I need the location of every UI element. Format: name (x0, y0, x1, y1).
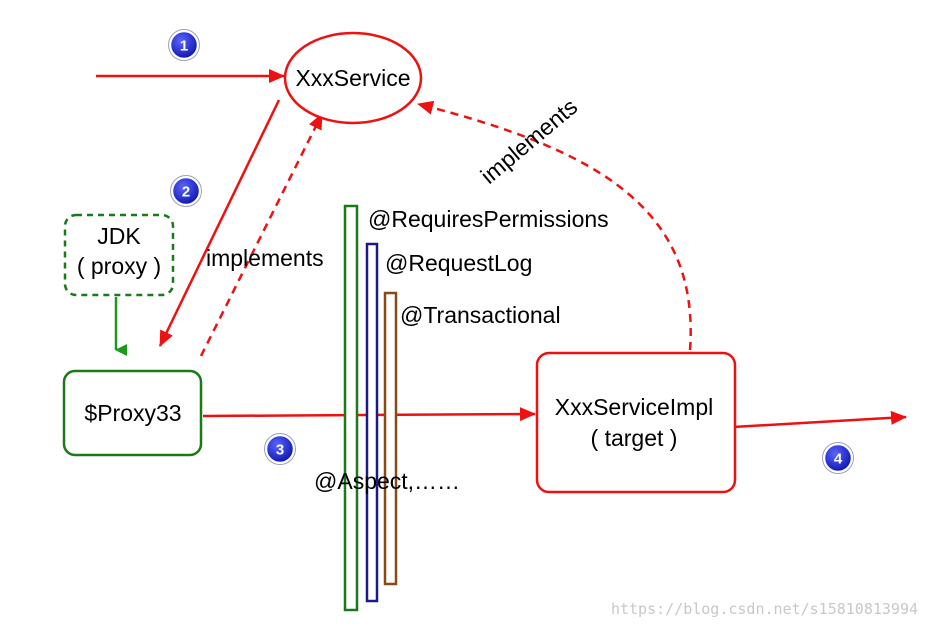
proxy-label: $Proxy33 (84, 400, 181, 426)
request-log-bar (365, 242, 379, 603)
step-badge-3: 3 (264, 433, 296, 465)
jdk-proxy-node (63, 213, 175, 297)
xxx-service-impl-node (535, 351, 737, 494)
step-number-4: 4 (834, 451, 843, 468)
xxx-service-impl-label: XxxServiceImpl (555, 394, 713, 420)
watermark: https://blog.csdn.net/s15810813994 (611, 600, 918, 618)
aspect-label: @Aspect,…… (314, 468, 460, 494)
implements-label-left: implements (206, 245, 324, 271)
xxx-service-node (283, 31, 423, 125)
xxx-service-label: XxxService (295, 65, 410, 91)
transactional-label: @Transactional (400, 302, 561, 328)
jdk-label: JDK (97, 223, 141, 249)
proxy-node (62, 369, 203, 457)
step-badge-1: 1 (168, 29, 200, 61)
requires-permissions-bar (343, 204, 359, 612)
step-badge-4: 4 (822, 442, 854, 474)
requires-permissions-label: @RequiresPermissions (368, 206, 609, 232)
step-number-1: 1 (180, 38, 188, 55)
step-number-3: 3 (276, 442, 284, 459)
jdk-proxy-label: ( proxy ) (77, 253, 161, 279)
service-to-proxy-arrow (158, 99, 281, 347)
transactional-bar (383, 291, 398, 586)
step-number-2: 2 (182, 184, 190, 201)
request-log-label: @RequestLog (385, 250, 532, 276)
implements-label-right: implements (476, 93, 583, 189)
impl-exit-arrow (732, 410, 907, 429)
step-badge-2: 2 (170, 175, 202, 207)
target-label: ( target ) (591, 425, 678, 451)
proxy-implements-service-arrow (199, 113, 324, 357)
